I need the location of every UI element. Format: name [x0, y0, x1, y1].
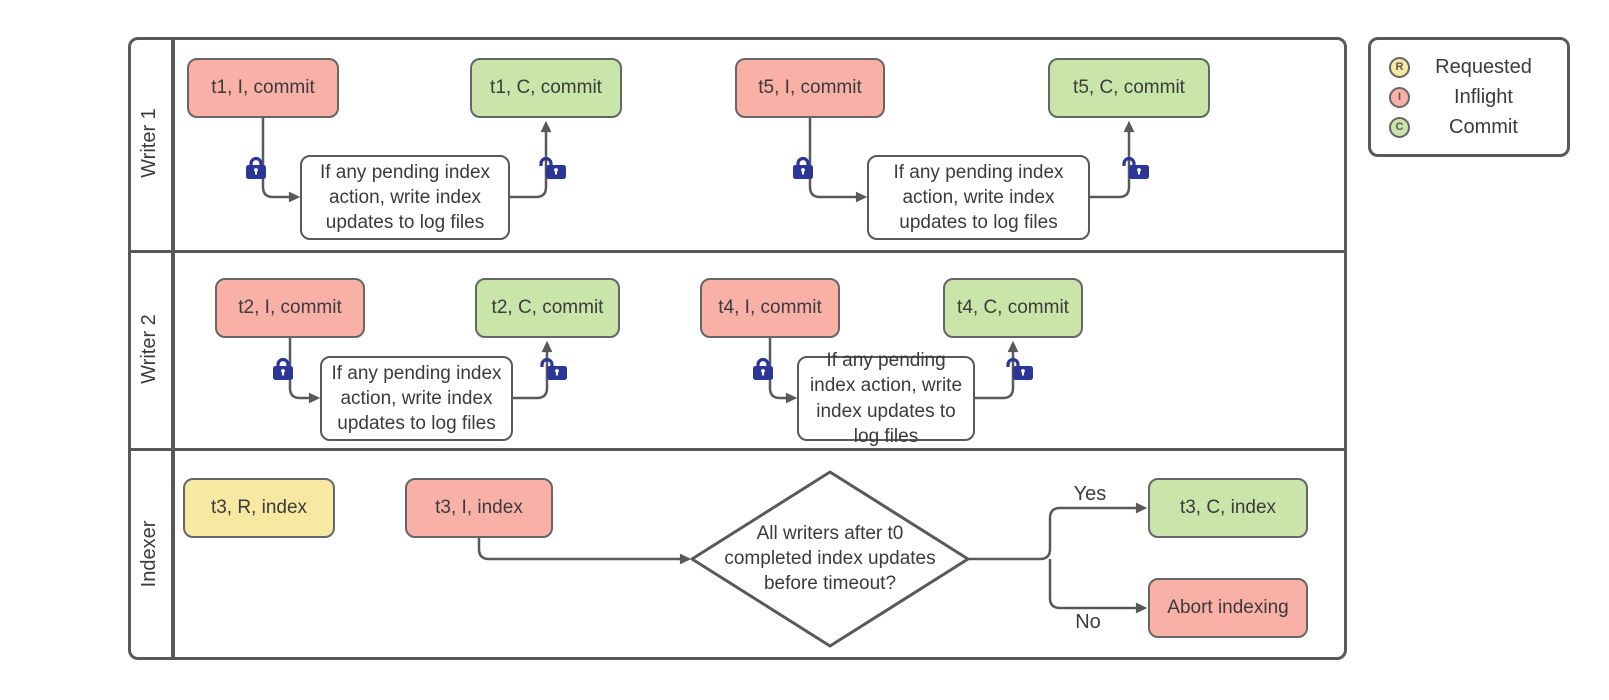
connector-arrow [510, 120, 552, 199]
lane-label-indexer: Indexer [138, 520, 160, 588]
node-t2-inflight: t2, I, commit [215, 278, 365, 338]
legend-row-requested: R Requested [1389, 55, 1557, 80]
node-t5-commit: t5, C, commit [1048, 58, 1210, 118]
branch-label-no: No [1075, 611, 1101, 633]
node-t4-commit: t4, C, commit [943, 278, 1083, 338]
connector-arrow [477, 538, 692, 565]
connector-arrow [513, 340, 553, 400]
lane-label-writer-1: Writer 1 [138, 108, 160, 178]
node-t5-inflight: t5, I, commit [735, 58, 885, 118]
commit-badge-icon: C [1389, 116, 1410, 138]
lane-separator [131, 448, 1344, 451]
decision-diamond [690, 470, 970, 648]
connector-arrow [808, 118, 868, 203]
inflight-badge-icon: I [1389, 86, 1410, 108]
node-t1-inflight: t1, I, commit [187, 58, 339, 118]
node-t3-inflight: t3, I, index [405, 478, 553, 538]
swimlane-frame [128, 37, 1347, 660]
branch-label-yes: Yes [1073, 483, 1107, 505]
node-process-w2b: If any pending index action, write index… [797, 350, 975, 447]
legend: R Requested I Inflight C Commit [1368, 37, 1570, 157]
legend-row-commit: C Commit [1389, 115, 1557, 140]
connector-arrow [1090, 120, 1135, 199]
requested-badge-icon: R [1389, 56, 1410, 78]
node-t2-commit: t2, C, commit [475, 278, 620, 338]
legend-label: Requested [1435, 55, 1532, 78]
node-t1-commit: t1, C, commit [470, 58, 622, 118]
connector-arrow [768, 338, 798, 404]
connector-arrow [1048, 559, 1148, 614]
node-process-w1b: If any pending index action, write index… [867, 155, 1090, 240]
decision-label: All writers after t0 completed index upd… [724, 523, 936, 595]
legend-row-inflight: I Inflight [1389, 85, 1557, 110]
legend-label: Inflight [1454, 85, 1513, 108]
node-t4-inflight: t4, I, commit [700, 278, 840, 338]
connector-arrow [975, 340, 1019, 400]
node-process-w1a: If any pending index action, write index… [300, 155, 510, 240]
node-process-w2a: If any pending index action, write index… [320, 356, 513, 441]
connector-arrow [968, 502, 1148, 561]
lane-label-writer-2: Writer 2 [138, 314, 160, 384]
lane-separator [131, 250, 1344, 253]
node-t3-commit: t3, C, index [1148, 478, 1308, 538]
node-t3-requested: t3, R, index [183, 478, 335, 538]
lane-label-column-divider [171, 40, 175, 657]
node-abort-indexing: Abort indexing [1148, 578, 1308, 638]
connector-arrow [288, 338, 321, 404]
legend-label: Commit [1449, 115, 1518, 138]
connector-arrow [261, 118, 301, 203]
